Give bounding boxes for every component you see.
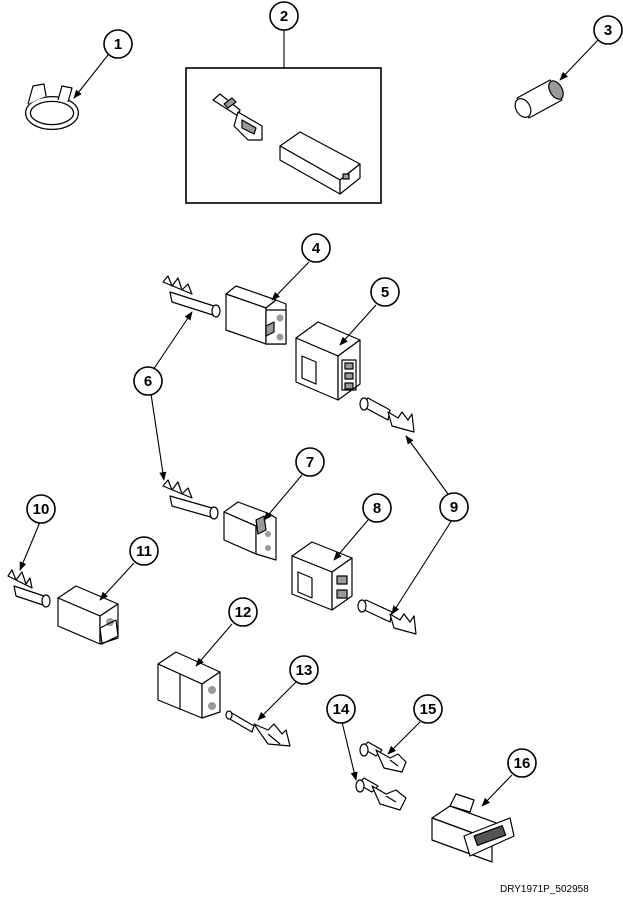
svg-text:10: 10 — [33, 501, 50, 518]
callout-14: 14 — [326, 694, 356, 724]
callout-1: 1 — [103, 29, 133, 59]
callout-10: 10 — [26, 494, 56, 524]
part-6-terminal-top — [162, 275, 221, 318]
leader-1 — [73, 54, 109, 99]
callout-12: 12 — [228, 597, 258, 627]
leader-8 — [333, 519, 369, 561]
part-12-housing — [157, 651, 221, 719]
part-9-terminal-top — [359, 397, 415, 433]
part-16-connector — [431, 793, 515, 863]
leader-11 — [99, 562, 135, 601]
svg-text:11: 11 — [136, 543, 152, 560]
part-5-housing — [295, 321, 361, 401]
callout-6: 6 — [133, 366, 163, 396]
svg-text:4: 4 — [312, 240, 321, 257]
part-1-clamp — [25, 83, 79, 130]
svg-text:7: 7 — [306, 454, 314, 471]
svg-text:8: 8 — [373, 500, 381, 517]
callout-16: 16 — [507, 748, 537, 778]
callout-7: 7 — [295, 447, 325, 477]
part-7-housing — [223, 501, 277, 561]
diagram-reference-code: DRY1971P_502958 — [500, 884, 589, 895]
callout-2: 2 — [269, 1, 299, 31]
svg-text:14: 14 — [333, 701, 350, 718]
part-3-sleeve — [514, 79, 564, 119]
leader-6a — [152, 311, 193, 371]
leader-12 — [195, 623, 233, 667]
svg-text:3: 3 — [604, 22, 612, 39]
callout-4: 4 — [301, 233, 331, 263]
svg-text:12: 12 — [235, 604, 252, 621]
leader-6b — [150, 393, 167, 481]
callout-13: 13 — [289, 655, 319, 685]
part-6-terminal-bottom — [162, 479, 219, 520]
part-15-terminal — [359, 741, 407, 773]
leader-15 — [387, 721, 421, 755]
part-13-pin — [225, 710, 291, 747]
callout-3: 3 — [593, 15, 623, 45]
callout-8: 8 — [362, 493, 392, 523]
part-9-terminal-bottom — [357, 599, 417, 635]
part-10-terminal — [7, 569, 51, 608]
svg-text:16: 16 — [514, 755, 531, 772]
leader-9a — [405, 435, 449, 495]
leader-10 — [19, 521, 41, 571]
part-2-housing — [279, 131, 361, 195]
leader-4 — [271, 261, 310, 301]
part-14-terminal — [355, 777, 407, 811]
part-11-housing — [57, 585, 119, 645]
leader-14 — [341, 721, 358, 781]
svg-text:9: 9 — [450, 499, 458, 516]
svg-text:15: 15 — [420, 701, 437, 718]
leader-3 — [559, 39, 599, 81]
callout-15: 15 — [413, 694, 443, 724]
svg-text:13: 13 — [296, 662, 313, 679]
leader-16 — [481, 774, 513, 807]
part-2-terminal — [212, 93, 263, 141]
leader-7 — [263, 474, 303, 521]
callout-9: 9 — [439, 492, 469, 522]
leader-5 — [339, 304, 377, 346]
part-8-housing — [291, 541, 353, 611]
callout-5: 5 — [370, 277, 400, 307]
leader-13 — [257, 681, 297, 721]
callout-11: 11 — [129, 536, 159, 566]
svg-text:2: 2 — [280, 8, 288, 25]
svg-text:6: 6 — [144, 373, 152, 390]
leader-9b — [391, 519, 453, 615]
svg-text:1: 1 — [114, 36, 122, 53]
part-4-housing — [225, 285, 287, 345]
svg-text:5: 5 — [381, 284, 389, 301]
